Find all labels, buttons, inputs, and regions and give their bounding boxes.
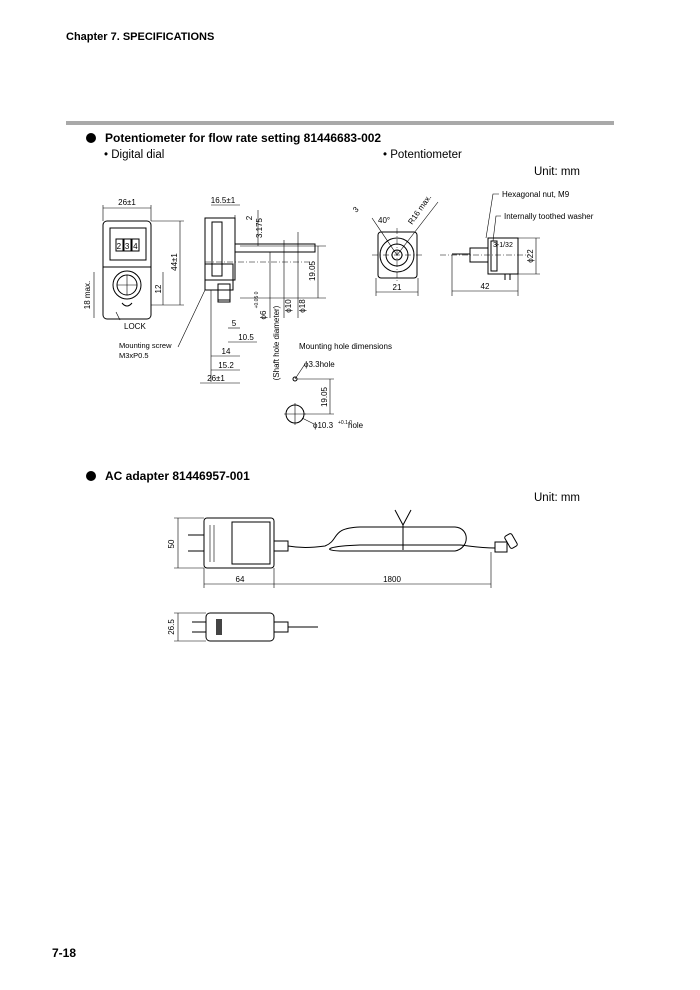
digital-dial-label: • Digital dial — [104, 149, 165, 161]
dim-side-phi6-tol: +0.05 0 — [254, 291, 260, 308]
digit-box — [123, 238, 132, 252]
dim-pot-phi22: ϕ22 — [526, 249, 535, 263]
dim-side-152: 15.2 — [218, 361, 234, 370]
dim-dial-width: 26±1 — [118, 198, 136, 207]
dim-side-phi10: ϕ10 — [284, 299, 293, 313]
digital-dial-side-view: 16.5±1 2 3.175 19.05 ϕ6 +0.05 0 ϕ10 ϕ18 … — [200, 196, 326, 384]
dim-pot-40: 40° — [378, 216, 390, 225]
pot-thread-label: 3-1/32 — [493, 242, 513, 249]
dial-knob — [112, 270, 142, 300]
dim-dial-depth: 18 max. — [83, 281, 92, 309]
unit-label-2: Unit: mm — [534, 492, 580, 504]
digit-box — [115, 238, 124, 252]
digital-dial-front-view: 2 3 4 26±1 44±1 12 18 max. LOCK Mounting… — [83, 198, 206, 360]
dim-hole-1905: 19.05 — [320, 386, 329, 407]
mounting-hole-title: Mounting hole dimensions — [299, 342, 392, 351]
dim-side-26: 26±1 — [207, 374, 225, 383]
side-shaft — [234, 243, 316, 253]
section-potentiometer: Potentiometer for flow rate setting 8144… — [86, 131, 381, 145]
potentiometer-front-view: 3 40° R16 max. 21 — [351, 193, 439, 296]
dim-pot-42: 42 — [481, 282, 490, 291]
lock-lever — [121, 302, 133, 307]
dim-side-14: 14 — [222, 347, 231, 356]
dim-pot-21: 21 — [393, 283, 402, 292]
hole-word: hole — [348, 421, 364, 430]
digit-box — [131, 238, 140, 252]
dim-dial-height: 44±1 — [170, 253, 179, 271]
dim-dial-inner: 12 — [154, 284, 163, 293]
dim-pot-3: 3 — [351, 205, 361, 215]
dim-side-phi6: ϕ6 — [259, 310, 268, 319]
hex-nut-label: Hexagonal nut, M9 — [502, 190, 570, 199]
dim-pot-r16: R16 max. — [406, 193, 433, 226]
hole-103-tol: +0.1 0 — [338, 420, 352, 426]
dial-digits: 2 3 4 — [117, 242, 139, 251]
hole-103-label: ϕ10.3 — [313, 421, 334, 430]
chapter-heading: Chapter 7. SPECIFICATIONS — [66, 31, 215, 43]
lock-label: LOCK — [124, 322, 146, 331]
washer-label: Internally toothed washer — [504, 212, 594, 221]
potentiometer-side-view: 3-1/32 42 ϕ22 Hexagonal nut, M9 Internal… — [440, 190, 594, 296]
dim-side-5: 5 — [232, 319, 237, 328]
shaft-hole-label: (Shaft hole diameter) — [272, 305, 281, 380]
unit-label-1: Unit: mm — [534, 166, 580, 178]
dim-side-3175: 3.175 — [255, 217, 264, 238]
dim-side-top: 16.5±1 — [211, 196, 236, 205]
page-number: 7-18 — [52, 946, 77, 960]
side-body — [204, 217, 236, 281]
dim-side-105: 10.5 — [238, 333, 254, 342]
dial-body — [102, 220, 152, 320]
hole-33-label: ϕ3.3hole — [304, 360, 335, 369]
mounting-hole-dimensions: Mounting hole dimensions ϕ3.3hole 19.05 … — [284, 342, 392, 430]
section-potentiometer-title: Potentiometer for flow rate setting 8144… — [105, 131, 382, 145]
mounting-screw-label: Mounting screw — [119, 341, 172, 350]
bullet-icon — [86, 471, 96, 481]
section-ac-adapter-title: AC adapter 81446957-001 — [105, 469, 250, 483]
section-divider — [66, 121, 614, 125]
dim-side-1905: 19.05 — [308, 260, 317, 281]
dim-side-phi18: ϕ18 — [298, 299, 307, 313]
potentiometer-label: • Potentiometer — [383, 149, 462, 161]
bullet-icon — [86, 133, 96, 143]
section-ac-adapter: AC adapter 81446957-001 — [86, 469, 250, 483]
dial-window — [109, 227, 147, 261]
mounting-screw-spec: M3xP0.5 — [119, 351, 149, 360]
pot-housing — [487, 237, 519, 275]
dim-side-2: 2 — [245, 215, 254, 220]
